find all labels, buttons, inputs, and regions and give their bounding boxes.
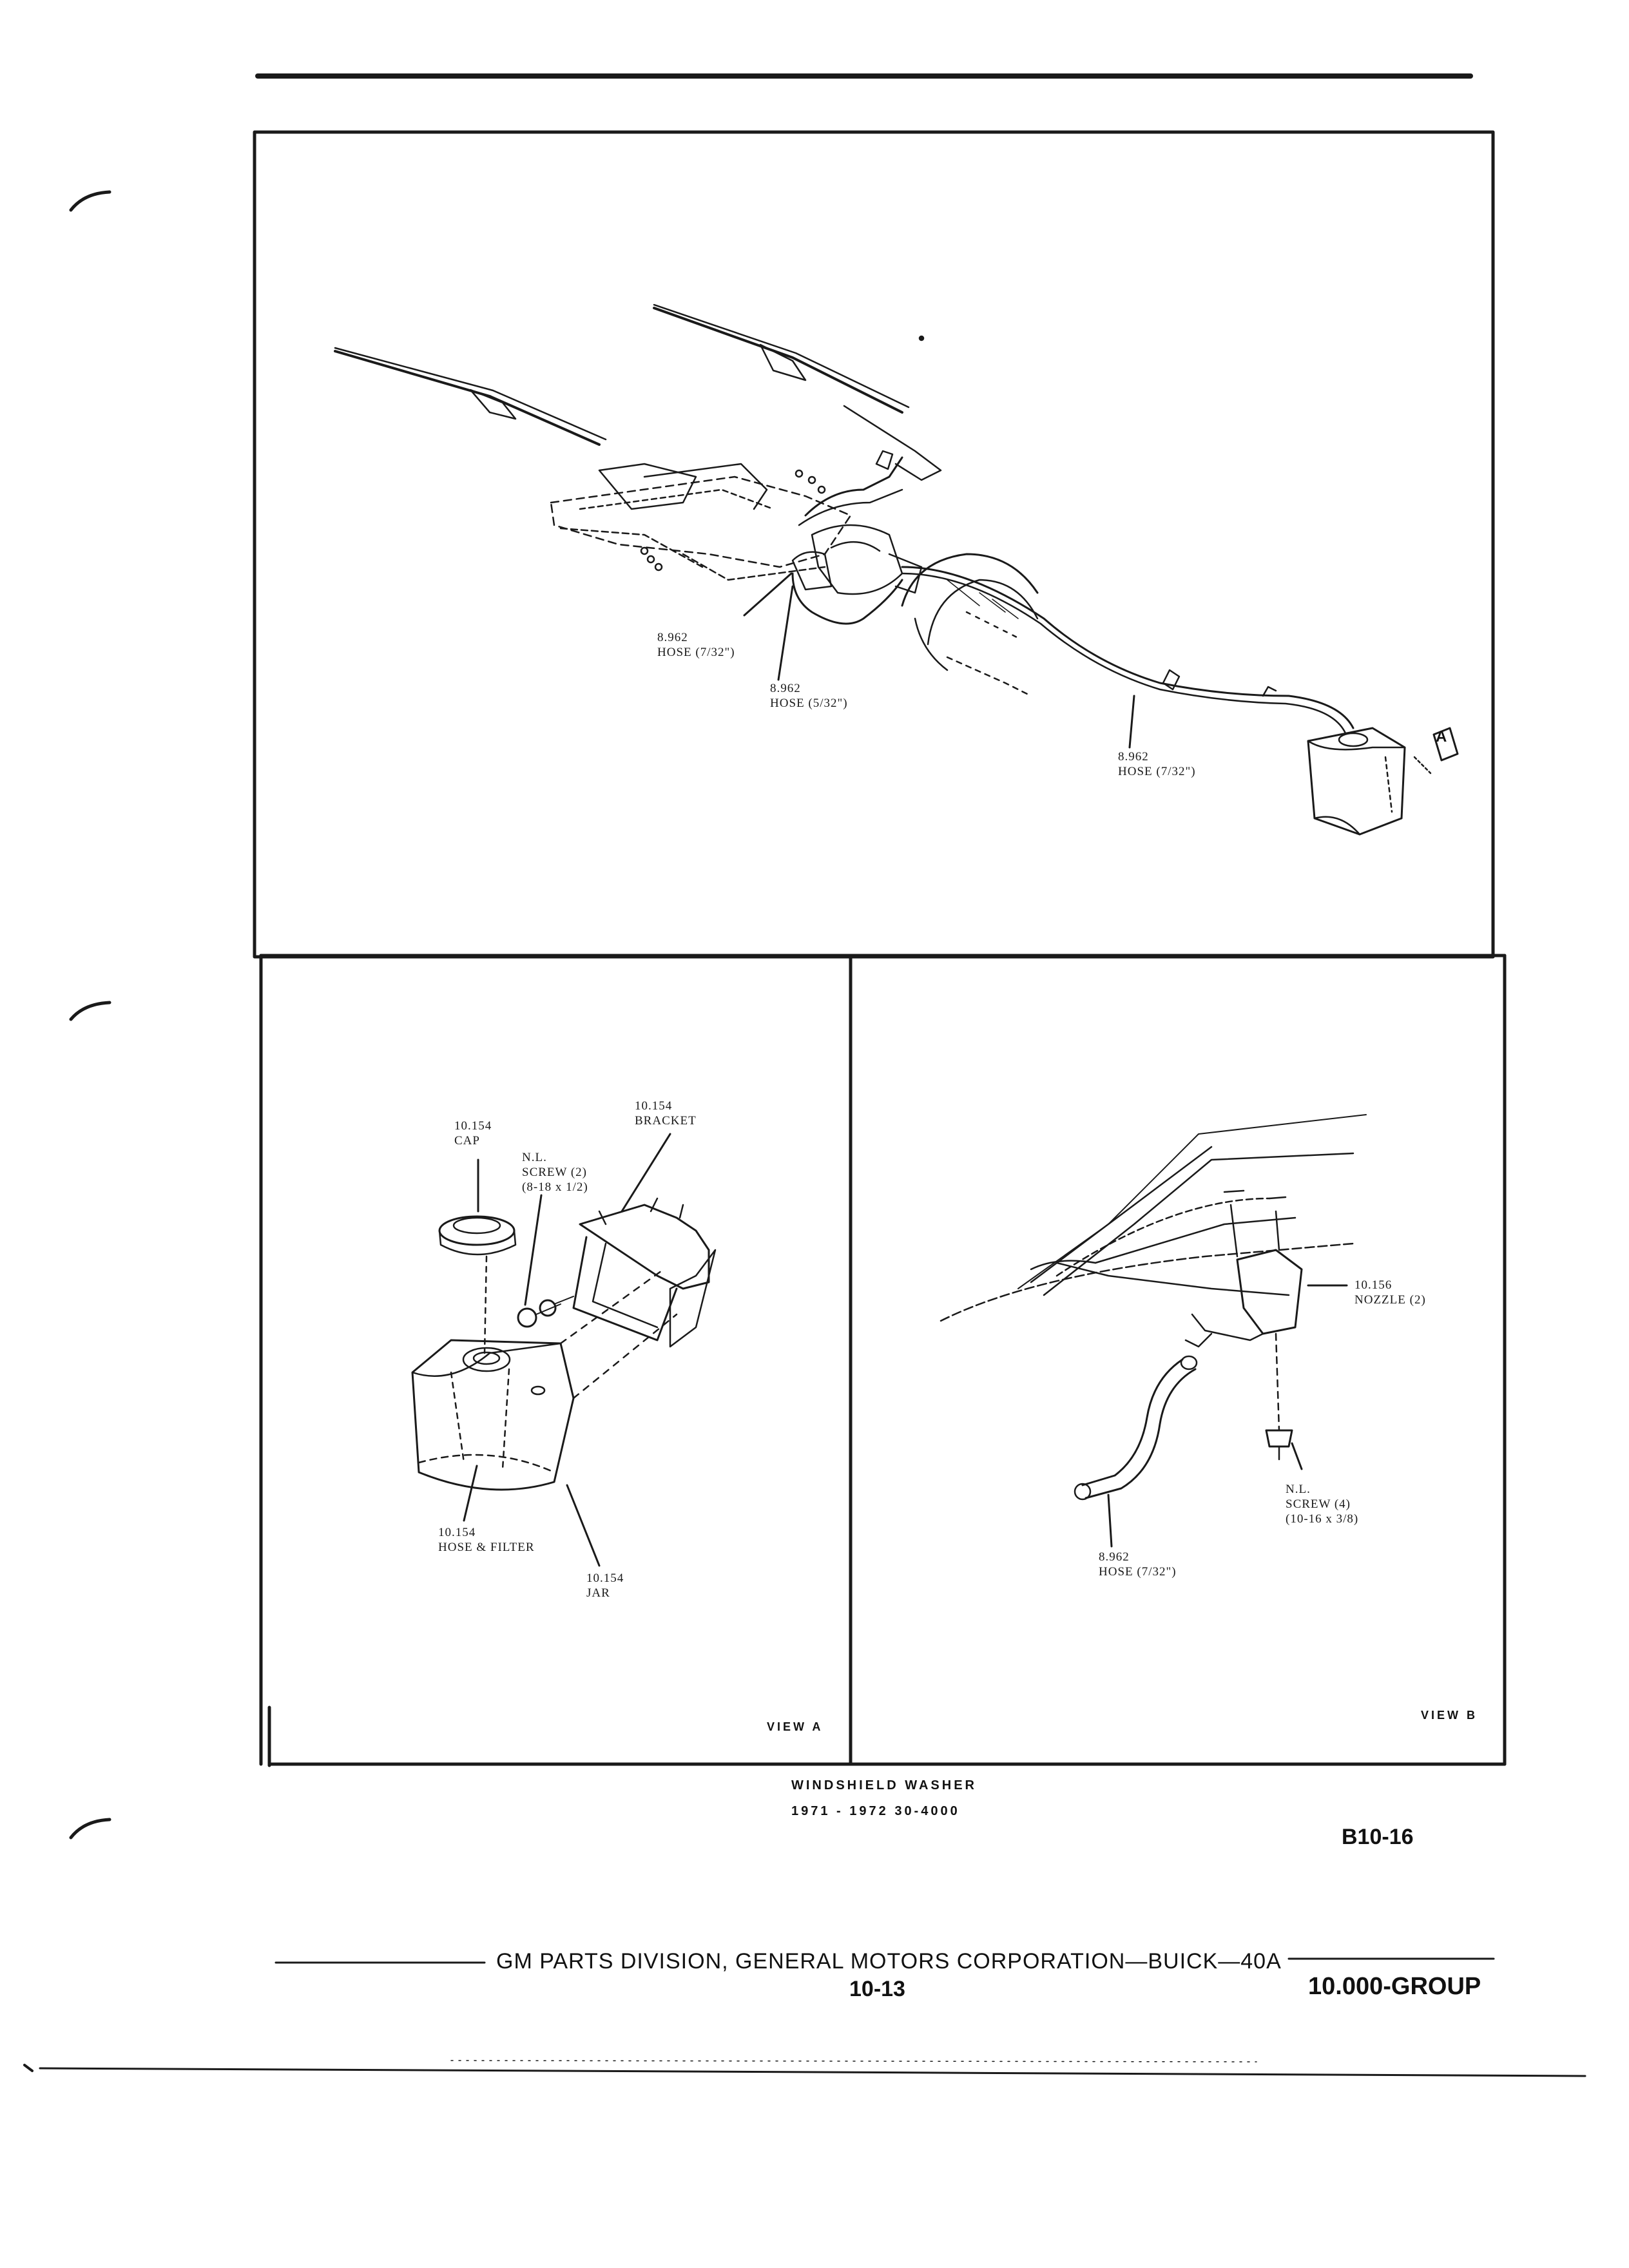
part-desc: HOSE & FILTER [438,1541,535,1554]
figure-code: B10-16 [1342,1825,1414,1849]
part-number: N.L. [1286,1483,1311,1496]
part-spec: (10-16 x 3/8) [1286,1512,1359,1526]
part-desc: NOZZLE (2) [1354,1293,1426,1307]
footer-publisher: GM PARTS DIVISION, GENERAL MOTORS CORPOR… [496,1949,1282,1974]
footer-page-number: 10-13 [849,1977,905,2001]
part-desc: JAR [586,1586,610,1600]
part-number: 8.962 [770,682,801,695]
main-view-frame [253,130,1495,959]
view-pointer-letter: A [1436,728,1447,745]
part-desc: HOSE (7/32") [1099,1565,1177,1579]
binder-mark [69,1818,111,1840]
part-number: 8.962 [1099,1550,1130,1564]
part-desc: BRACKET [635,1114,697,1128]
part-desc: HOSE (7/32") [1118,765,1196,778]
part-desc: SCREW (4) [1286,1497,1351,1511]
part-number: 8.962 [657,631,688,644]
diagram-title: WINDSHIELD WASHER [791,1778,977,1792]
binder-mark [69,1001,111,1021]
part-desc: SCREW (2) [522,1166,588,1179]
binder-mark [69,190,111,212]
view-b-tag: VIEW B [1421,1709,1478,1722]
part-number: 10.154 [438,1526,476,1539]
diagram-subtitle: 1971 - 1972 30-4000 [791,1804,960,1818]
footer-group: 10.000-GROUP [1308,1973,1481,2000]
view-a-drawing [411,1133,717,1567]
part-desc: HOSE (5/32") [770,697,848,710]
part-number: 8.962 [1118,750,1149,764]
part-number: 10.154 [586,1571,624,1585]
view-b-callout-screw: N.L.SCREW (4)(10-16 x 3/8) [1286,1482,1358,1526]
part-number: N.L. [522,1151,547,1164]
part-spec: (8-18 x 1/2) [522,1180,588,1194]
part-number: 10.156 [1354,1278,1393,1292]
view-b-drawing [940,1114,1367,1548]
part-number: 10.154 [635,1099,673,1113]
main-view-drawing [334,303,1459,836]
part-desc: HOSE (7/32") [657,646,735,659]
view-a-tag: VIEW A [767,1720,824,1733]
part-desc: CAP [454,1134,480,1148]
part-number: 10.154 [454,1119,492,1133]
view-a-callout-screw: N.L. SCREW (2)(8-18 x 1/2) [522,1150,588,1195]
